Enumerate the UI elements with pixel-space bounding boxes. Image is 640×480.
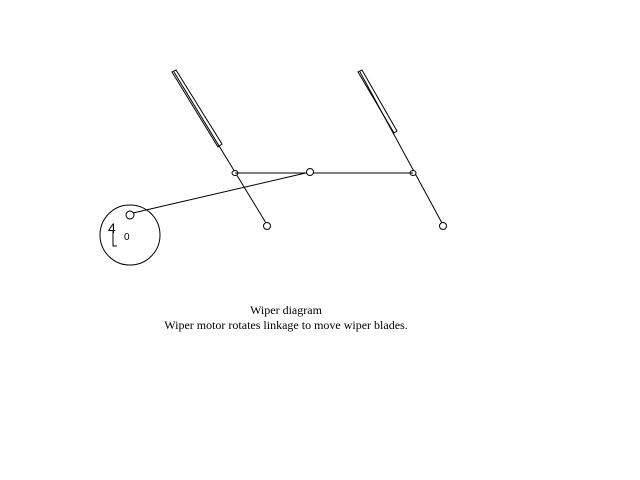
motor-body: [99, 204, 161, 266]
motor-glyph: 4: [108, 220, 116, 236]
left-pivot: [263, 222, 271, 230]
left-wiper: [171, 69, 271, 230]
motor-bracket-icon: [112, 231, 117, 247]
left-wiper-blade: [171, 69, 223, 148]
rod-joint: [306, 168, 314, 176]
wiper-motor: 4 0: [99, 204, 161, 266]
right-wiper-arm: [359, 71, 443, 224]
motor-crank: [125, 210, 135, 220]
diagram-title: Wiper diagram: [250, 303, 322, 317]
right-pivot: [439, 222, 447, 230]
motor-label: 0: [124, 232, 130, 243]
motor-rod: [132, 171, 311, 214]
left-wiper-arm: [173, 71, 267, 224]
right-wiper: [357, 69, 447, 230]
diagram-caption: Wiper motor rotates linkage to move wipe…: [164, 318, 408, 332]
